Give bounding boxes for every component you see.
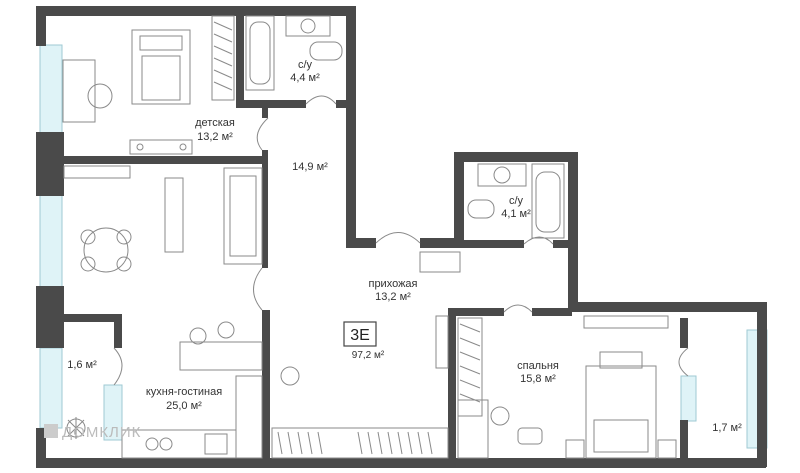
room-area-balcony2: 1,7 м² [712,422,742,434]
room-name-bath1: с/у [298,59,313,71]
room-area-corridor: 14,9 м² [292,161,328,173]
furniture [62,15,677,459]
room-name-bath2: с/у [509,195,524,207]
room-area-bath2: 4,1 м² [501,208,531,220]
watermark-logo-icon [44,424,58,438]
watermark: ДОМКЛИК [44,424,141,441]
room-area-balcony1: 1,6 м² [67,359,97,371]
room-name-kitchen: кухня-гостиная [146,386,222,398]
doors [113,95,689,386]
apartment-total-area: 97,2 м² [352,350,385,361]
room-area-bedroom: 15,8 м² [520,373,556,385]
room-name-bedroom: спальня [517,360,559,372]
watermark-text: ДОМКЛИК [62,424,141,441]
room-name-kids: детская [195,117,235,129]
room-area-kitchen: 25,0 м² [166,400,202,412]
apartment-badge: 3E 97,2 м² [343,321,385,361]
apartment-type: 3E [350,327,370,344]
room-labels: детская 13,2 м² с/у 4,4 м² 14,9 м² с/у 4… [67,59,742,434]
room-area-bath1: 4,4 м² [290,72,320,84]
room-name-hall: прихожая [368,278,417,290]
room-area-kids: 13,2 м² [197,131,233,143]
walls [36,6,767,468]
room-area-hall: 13,2 м² [375,291,411,303]
